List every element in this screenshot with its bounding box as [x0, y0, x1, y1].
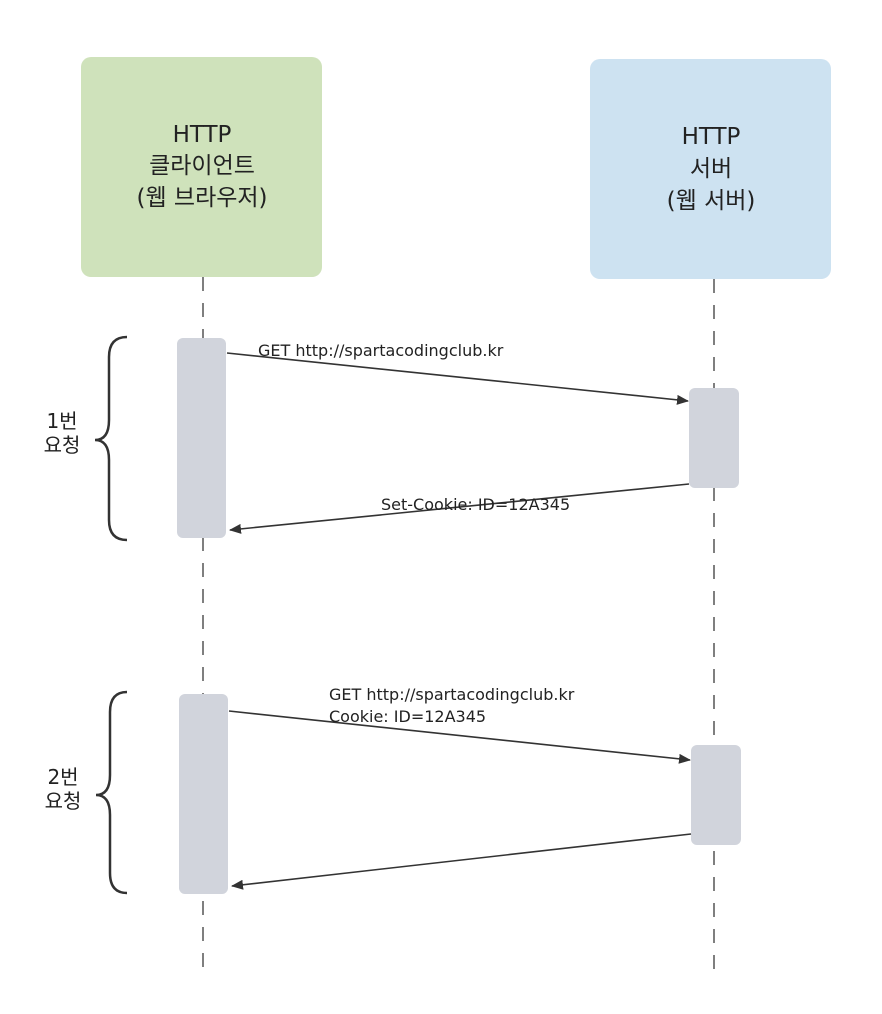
request-1-label-text: GET http://spartacodingclub.kr — [258, 341, 504, 360]
request-1-arrow — [226, 352, 689, 405]
request-2-label-text: GET http://spartacodingclub.kr — [329, 685, 575, 704]
client-activation-2 — [179, 694, 228, 894]
request-2-label: 2번 — [47, 765, 78, 789]
client-activation-1 — [177, 338, 226, 538]
server-activation-1 — [689, 388, 739, 488]
response-2-arrow — [231, 833, 692, 890]
request-2-arrow — [228, 710, 691, 764]
response-1-arrow — [229, 483, 690, 534]
request-2-cookie-text: Cookie: ID=12A345 — [329, 707, 486, 726]
server-title: HTTP — [682, 124, 741, 150]
client-subtitle: 클라이언트 — [149, 153, 255, 179]
request-1-sublabel: 요청 — [44, 433, 81, 457]
server-box — [590, 59, 831, 279]
request-2-sublabel: 요청 — [45, 789, 82, 813]
server-subtitle: 서버 — [690, 156, 732, 182]
server-note: (웹 서버) — [667, 188, 756, 214]
response-1-label-text: Set-Cookie: ID=12A345 — [381, 495, 570, 514]
request-2-brace — [95, 690, 128, 895]
request-1-brace — [94, 335, 128, 542]
server-activation-2 — [691, 745, 741, 845]
client-title: HTTP — [173, 122, 232, 148]
request-1-label: 1번 — [46, 409, 77, 433]
client-box — [81, 57, 322, 277]
client-note: (웹 브라우저) — [136, 185, 267, 211]
